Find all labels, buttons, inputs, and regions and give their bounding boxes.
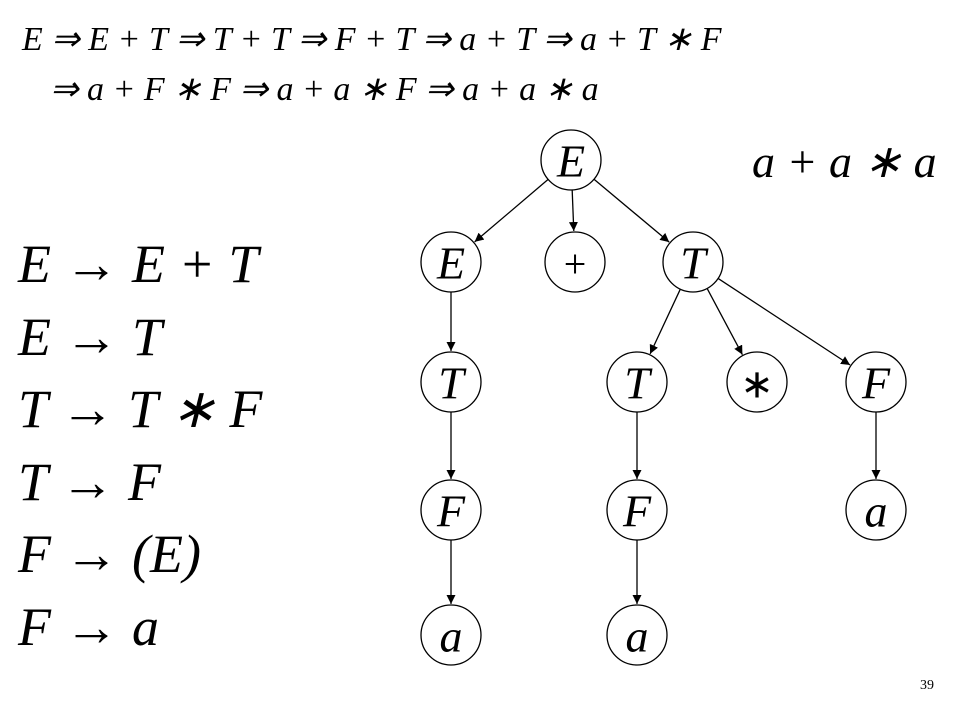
tree-node-circle [662,231,724,293]
tree-node-label: E [436,238,465,289]
grammar-rule: F → (E) [18,524,201,584]
tree-node-a1: a [845,479,907,541]
grammar-rule: T → F [18,451,162,512]
tree-edge-T1-F1 [717,277,851,366]
tree-node-circle [845,351,907,413]
tree-node-label: a [626,611,649,662]
tree-node-circle [420,231,482,293]
grammar-rule: F → a [18,596,159,657]
tree-node-T3: T [606,351,668,413]
tree-node-star: ∗ [726,351,788,413]
tree-node-circle [544,231,606,293]
tree-edge-root-E-plus [568,189,578,232]
grammar-rule: E → T [18,306,163,367]
tree-node-label: ∗ [740,362,774,407]
tree-node-circle [606,479,668,541]
grammar-rule: E → E + T [18,234,259,294]
tree-edge-T1-T3 [649,288,681,355]
tree-edge-root-E-T1 [593,178,670,243]
tree-node-F2: F [420,479,482,541]
tree-node-a2: a [420,604,482,666]
tree-node-circle [420,479,482,541]
tree-node-label: T [624,358,653,409]
tree-node-label: F [622,486,652,537]
tree-node-label: F [436,486,466,537]
tree-node-circle [845,479,907,541]
tree-node-a3: a [606,604,668,666]
tree-node-circle [540,129,602,191]
tree-node-label: a [440,611,463,662]
tree-node-F1: F [845,351,907,413]
tree-node-F3: F [606,479,668,541]
tree-node-label: F [861,358,891,409]
tree-node-E1: E [420,231,482,293]
tree-edge-root-E-E1 [474,178,549,243]
tree-node-T1: T [662,231,724,293]
tree-node-label: T [438,358,467,409]
tree-node-label: + [564,242,587,287]
tree-node-circle [606,351,668,413]
tree-node-T2: T [420,351,482,413]
tree-node-circle [420,604,482,666]
tree-node-label: E [556,136,585,187]
derivation-line-1: E ⇒ E + T ⇒ T + T ⇒ F + T ⇒ a + T ⇒ a + … [22,21,722,58]
grammar-rule: T → T ∗ F [18,379,263,439]
tree-node-circle [420,351,482,413]
tree-node-plus: + [544,231,606,293]
slide-number: 39 [920,678,934,693]
tree-node-label: a [865,486,888,537]
tree-node-circle [606,604,668,666]
tree-node-label: T [680,238,709,289]
derivation-line-2: ⇒ a + F ∗ F ⇒ a + a ∗ F ⇒ a + a ∗ a [50,71,599,108]
grammar-rules: E → E + T E → T T → T ∗ F T → F F → (E) … [18,228,338,663]
tree-node-circle [726,351,788,413]
tree-node-root-E: E [540,129,602,191]
tree-edge-T1-star [706,288,743,355]
input-expression: a + a ∗ a [752,136,937,187]
